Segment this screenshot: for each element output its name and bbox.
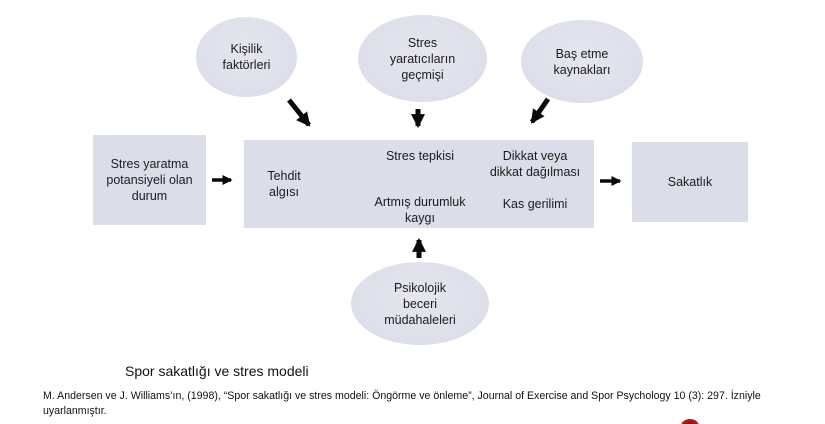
node-stressful-situation: Stres yaratma potansiyeli olan durum bbox=[93, 135, 206, 225]
label-stress-response: Stres tepkisi bbox=[385, 149, 455, 163]
label-attention-distraction: Dikkat veya dikkat dağılması bbox=[489, 149, 581, 179]
figure-citation-line2: uyarlanmıştır. bbox=[43, 405, 107, 418]
figure-citation-line1: M. Andersen ve J. Williams’ın, (1998), “… bbox=[43, 390, 761, 402]
node-injury-label: Sakatlık bbox=[667, 175, 713, 189]
node-coping-resources-label: Baş etme kaynakları bbox=[553, 46, 611, 77]
label-threat-appraisal: Tehdit algısı bbox=[267, 169, 301, 199]
node-stress-response-core: Tehdit algısı Stres tepkisi Artmış durum… bbox=[244, 140, 594, 228]
figure-citation: M. Andersen ve J. Williams’ın, (1998), “… bbox=[43, 389, 761, 420]
figure-caption: Spor sakatlığı ve stres modeli bbox=[125, 363, 309, 379]
label-state-anxiety: Artmış durumluk kaygı bbox=[374, 195, 466, 225]
node-personality-factors: Kişilik faktörleri bbox=[196, 17, 297, 97]
node-psychological-skill-interventions: Psikolojik beceri müdahaleleri bbox=[351, 262, 489, 345]
arrow-personality-to-core bbox=[287, 98, 311, 127]
label-muscle-tension: Kas gerilimi bbox=[502, 197, 568, 211]
node-personality-factors-label: Kişilik faktörleri bbox=[222, 42, 271, 72]
node-history-of-stressors-label: Stres yaratıcıların geçmişi bbox=[389, 35, 456, 82]
node-psychological-skill-interventions-label: Psikolojik beceri müdahaleleri bbox=[384, 280, 456, 327]
node-coping-resources: Baş etme kaynakları bbox=[521, 20, 643, 103]
node-injury: Sakatlık bbox=[632, 142, 748, 222]
node-history-of-stressors: Stres yaratıcıların geçmişi bbox=[358, 15, 487, 102]
node-stressful-situation-label: Stres yaratma potansiyeli olan durum bbox=[106, 157, 193, 203]
red-mark-clipped bbox=[681, 419, 699, 424]
arrow-coping-to-core bbox=[529, 97, 551, 124]
